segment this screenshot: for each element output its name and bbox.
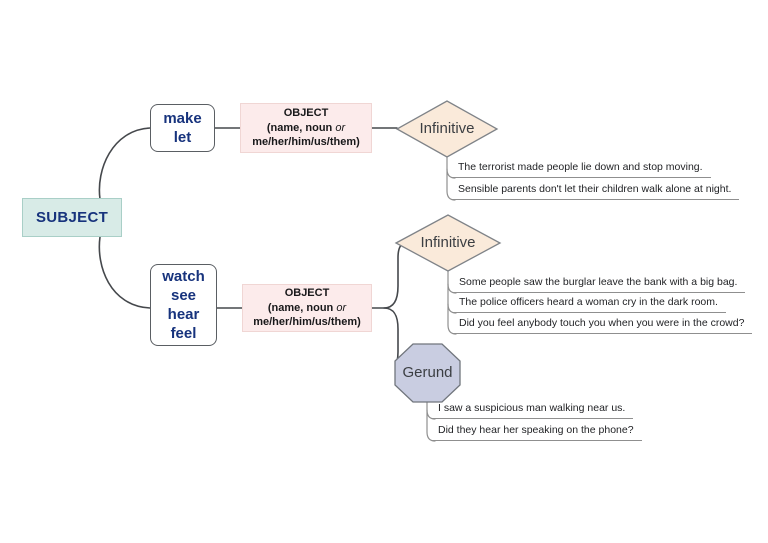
example-sentence: Sensible parents don't let their childre…	[452, 183, 740, 200]
example-sentence: I saw a suspicious man walking near us.	[432, 402, 634, 419]
example-sentence: The police officers heard a woman cry in…	[453, 296, 726, 313]
object-line2: (name, noun or	[268, 301, 346, 316]
object-line3: me/her/him/us/them)	[253, 316, 361, 329]
object-line3: me/her/him/us/them)	[252, 136, 360, 149]
infinitive-diamond-bottom	[394, 214, 502, 272]
infinitive-diamond-top	[395, 100, 499, 158]
gerund-label: Gerund	[402, 364, 453, 381]
verb-node-make-let: make let	[150, 104, 215, 152]
object-node-bottom: OBJECT (name, noun or me/her/him/us/them…	[242, 284, 372, 332]
verb-node-perception: watch see hear feel	[150, 264, 217, 346]
object-line2: (name, noun or	[267, 121, 345, 136]
example-sentence: Did you feel anybody touch you when you …	[453, 317, 753, 334]
verb-label: feel	[170, 325, 197, 342]
verb-label: hear	[167, 306, 200, 323]
infinitive-label-bottom: Infinitive	[420, 234, 476, 251]
object-line2-italic: or	[336, 301, 347, 314]
example-sentence: The terrorist made people lie down and s…	[452, 161, 711, 178]
verb-label: see	[170, 287, 197, 304]
subject-label: SUBJECT	[35, 209, 109, 226]
object-line2-bold: (name, noun	[267, 301, 337, 314]
object-line2-italic: or	[335, 121, 346, 134]
verb-label: make	[163, 110, 202, 127]
verb-label: watch	[162, 268, 205, 285]
example-sentence: Did they hear her speaking on the phone?	[432, 424, 642, 441]
object-title: OBJECT	[284, 287, 330, 300]
example-sentence: Some people saw the burglar leave the ba…	[453, 276, 746, 293]
object-node-top: OBJECT (name, noun or me/her/him/us/them…	[240, 103, 372, 153]
gerund-octagon	[394, 343, 461, 403]
infinitive-label-top: Infinitive	[419, 120, 475, 137]
verb-label: let	[173, 129, 192, 146]
object-line2-bold: (name, noun	[266, 121, 336, 134]
main-branches	[98, 127, 405, 367]
object-title: OBJECT	[283, 107, 329, 120]
subject-node: SUBJECT	[22, 198, 122, 237]
